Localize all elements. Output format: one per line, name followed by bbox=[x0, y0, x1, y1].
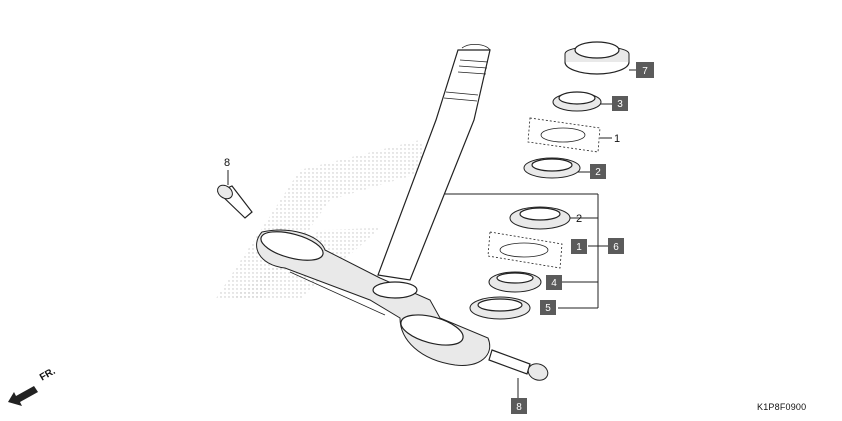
part-8-upper-bolt bbox=[216, 184, 253, 219]
part-2-upper-race bbox=[523, 157, 581, 179]
part-2-lower-race bbox=[509, 206, 571, 230]
svg-text:2: 2 bbox=[595, 167, 601, 178]
part-8-lower-bolt bbox=[488, 349, 549, 381]
callout-5[interactable]: 5 bbox=[540, 300, 556, 315]
svg-text:3: 3 bbox=[617, 99, 623, 110]
part-1-lower-ball-bearing bbox=[487, 231, 563, 269]
label-2-lower: 2 bbox=[576, 213, 582, 225]
svg-text:6: 6 bbox=[613, 242, 619, 253]
callout-3[interactable]: 3 bbox=[612, 96, 628, 111]
diagram-code: K1P8F0900 bbox=[757, 402, 807, 412]
svg-text:8: 8 bbox=[516, 402, 522, 413]
steering-stem-tube bbox=[377, 44, 491, 281]
front-direction-arrow-icon bbox=[8, 386, 38, 406]
svg-text:4: 4 bbox=[551, 278, 557, 289]
part-3-washer bbox=[552, 91, 602, 112]
steering-under-bracket bbox=[256, 229, 491, 366]
callout-2[interactable]: 2 bbox=[590, 164, 606, 179]
callout-6[interactable]: 6 bbox=[608, 238, 624, 254]
part-7-lock-nut bbox=[564, 41, 630, 75]
part-4-inner-race bbox=[488, 271, 542, 293]
callout-7[interactable]: 7 bbox=[636, 62, 654, 78]
callout-1[interactable]: 1 bbox=[571, 239, 587, 254]
svg-text:1: 1 bbox=[576, 242, 582, 253]
leader-lines bbox=[227, 69, 636, 398]
part-5-dust-seal bbox=[469, 296, 531, 320]
callout-8[interactable]: 8 bbox=[511, 398, 527, 414]
svg-text:5: 5 bbox=[545, 303, 551, 314]
svg-text:7: 7 bbox=[642, 66, 648, 77]
label-8-upper: 8 bbox=[224, 157, 230, 169]
label-1-upper: 1 bbox=[614, 133, 620, 145]
callout-4[interactable]: 4 bbox=[546, 275, 562, 290]
part-1-upper-ball-bearing bbox=[527, 117, 601, 153]
